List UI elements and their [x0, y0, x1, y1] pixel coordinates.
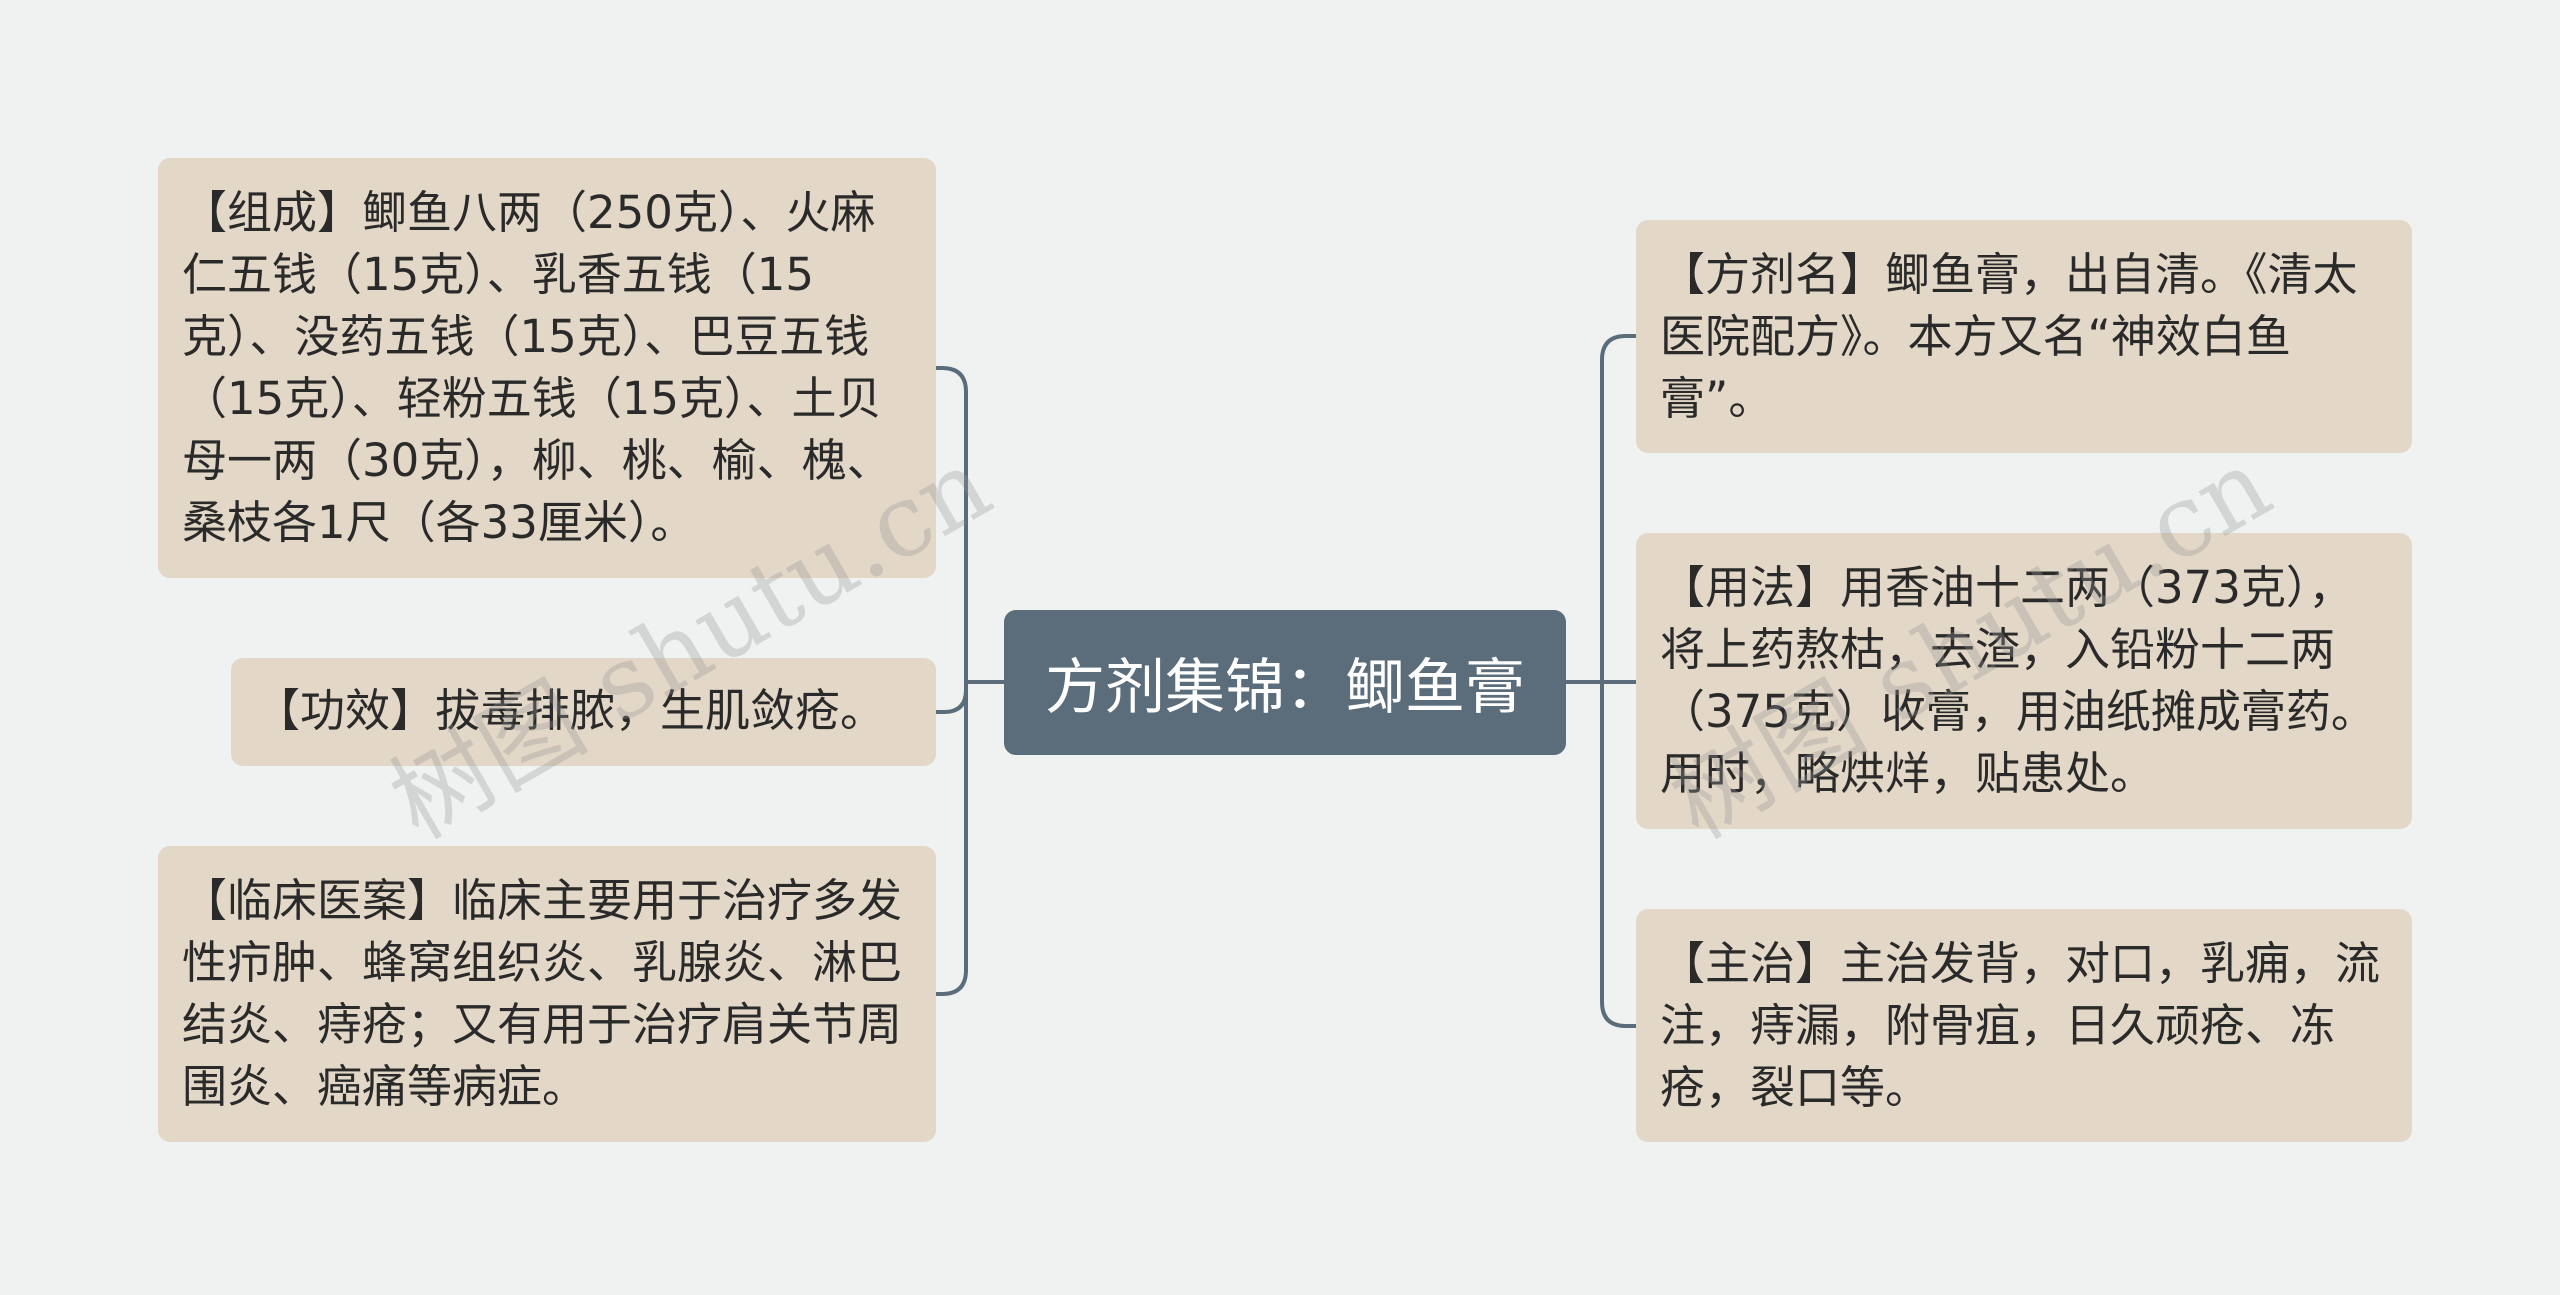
- branch-formula-name[interactable]: 【方剂名】鲫鱼膏，出自清。《清太医院配方》。本方又名“神效白鱼膏”。: [1636, 220, 2412, 453]
- branch-usage-text: 【用法】用香油十二两（373克），将上药熬枯，去渣，入铅粉十二两（375克）收膏…: [1660, 561, 2376, 800]
- branch-effect[interactable]: 【功效】拔毒排脓，生肌敛疮。: [231, 658, 936, 766]
- connector-left-composition: [934, 366, 968, 684]
- branch-indications-text: 【主治】主治发背，对口，乳痈，流注，痔漏，附骨疽，日久顽疮、冻疮，裂口等。: [1660, 937, 2381, 1114]
- central-topic[interactable]: 方剂集锦：鲫鱼膏: [1004, 610, 1566, 755]
- connector-left-clinical: [934, 680, 968, 996]
- branch-indications[interactable]: 【主治】主治发背，对口，乳痈，流注，痔漏，附骨疽，日久顽疮、冻疮，裂口等。: [1636, 909, 2412, 1142]
- branch-effect-text: 【功效】拔毒排脓，生肌敛疮。: [255, 684, 886, 737]
- branch-formula-name-text: 【方剂名】鲫鱼膏，出自清。《清太医院配方》。本方又名“神效白鱼膏”。: [1660, 248, 2358, 425]
- branch-composition-text: 【组成】鲫鱼八两（250克）、火麻仁五钱（15克）、乳香五钱（15克）、没药五钱…: [182, 186, 892, 549]
- central-topic-label: 方剂集锦：鲫鱼膏: [1045, 653, 1525, 723]
- connector-right-name: [1600, 334, 1638, 684]
- connector-left-effect: [934, 680, 968, 714]
- branch-clinical-cases-text: 【临床医案】临床主要用于治疗多发性疖肿、蜂窝组织炎、乳腺炎、淋巴结炎、痔疮；又有…: [182, 874, 903, 1113]
- branch-clinical-cases[interactable]: 【临床医案】临床主要用于治疗多发性疖肿、蜂窝组织炎、乳腺炎、淋巴结炎、痔疮；又有…: [158, 846, 936, 1142]
- branch-usage[interactable]: 【用法】用香油十二两（373克），将上药熬枯，去渣，入铅粉十二两（375克）收膏…: [1636, 533, 2412, 829]
- branch-composition[interactable]: 【组成】鲫鱼八两（250克）、火麻仁五钱（15克）、乳香五钱（15克）、没药五钱…: [158, 158, 936, 578]
- connector-right-indication: [1600, 680, 1638, 1028]
